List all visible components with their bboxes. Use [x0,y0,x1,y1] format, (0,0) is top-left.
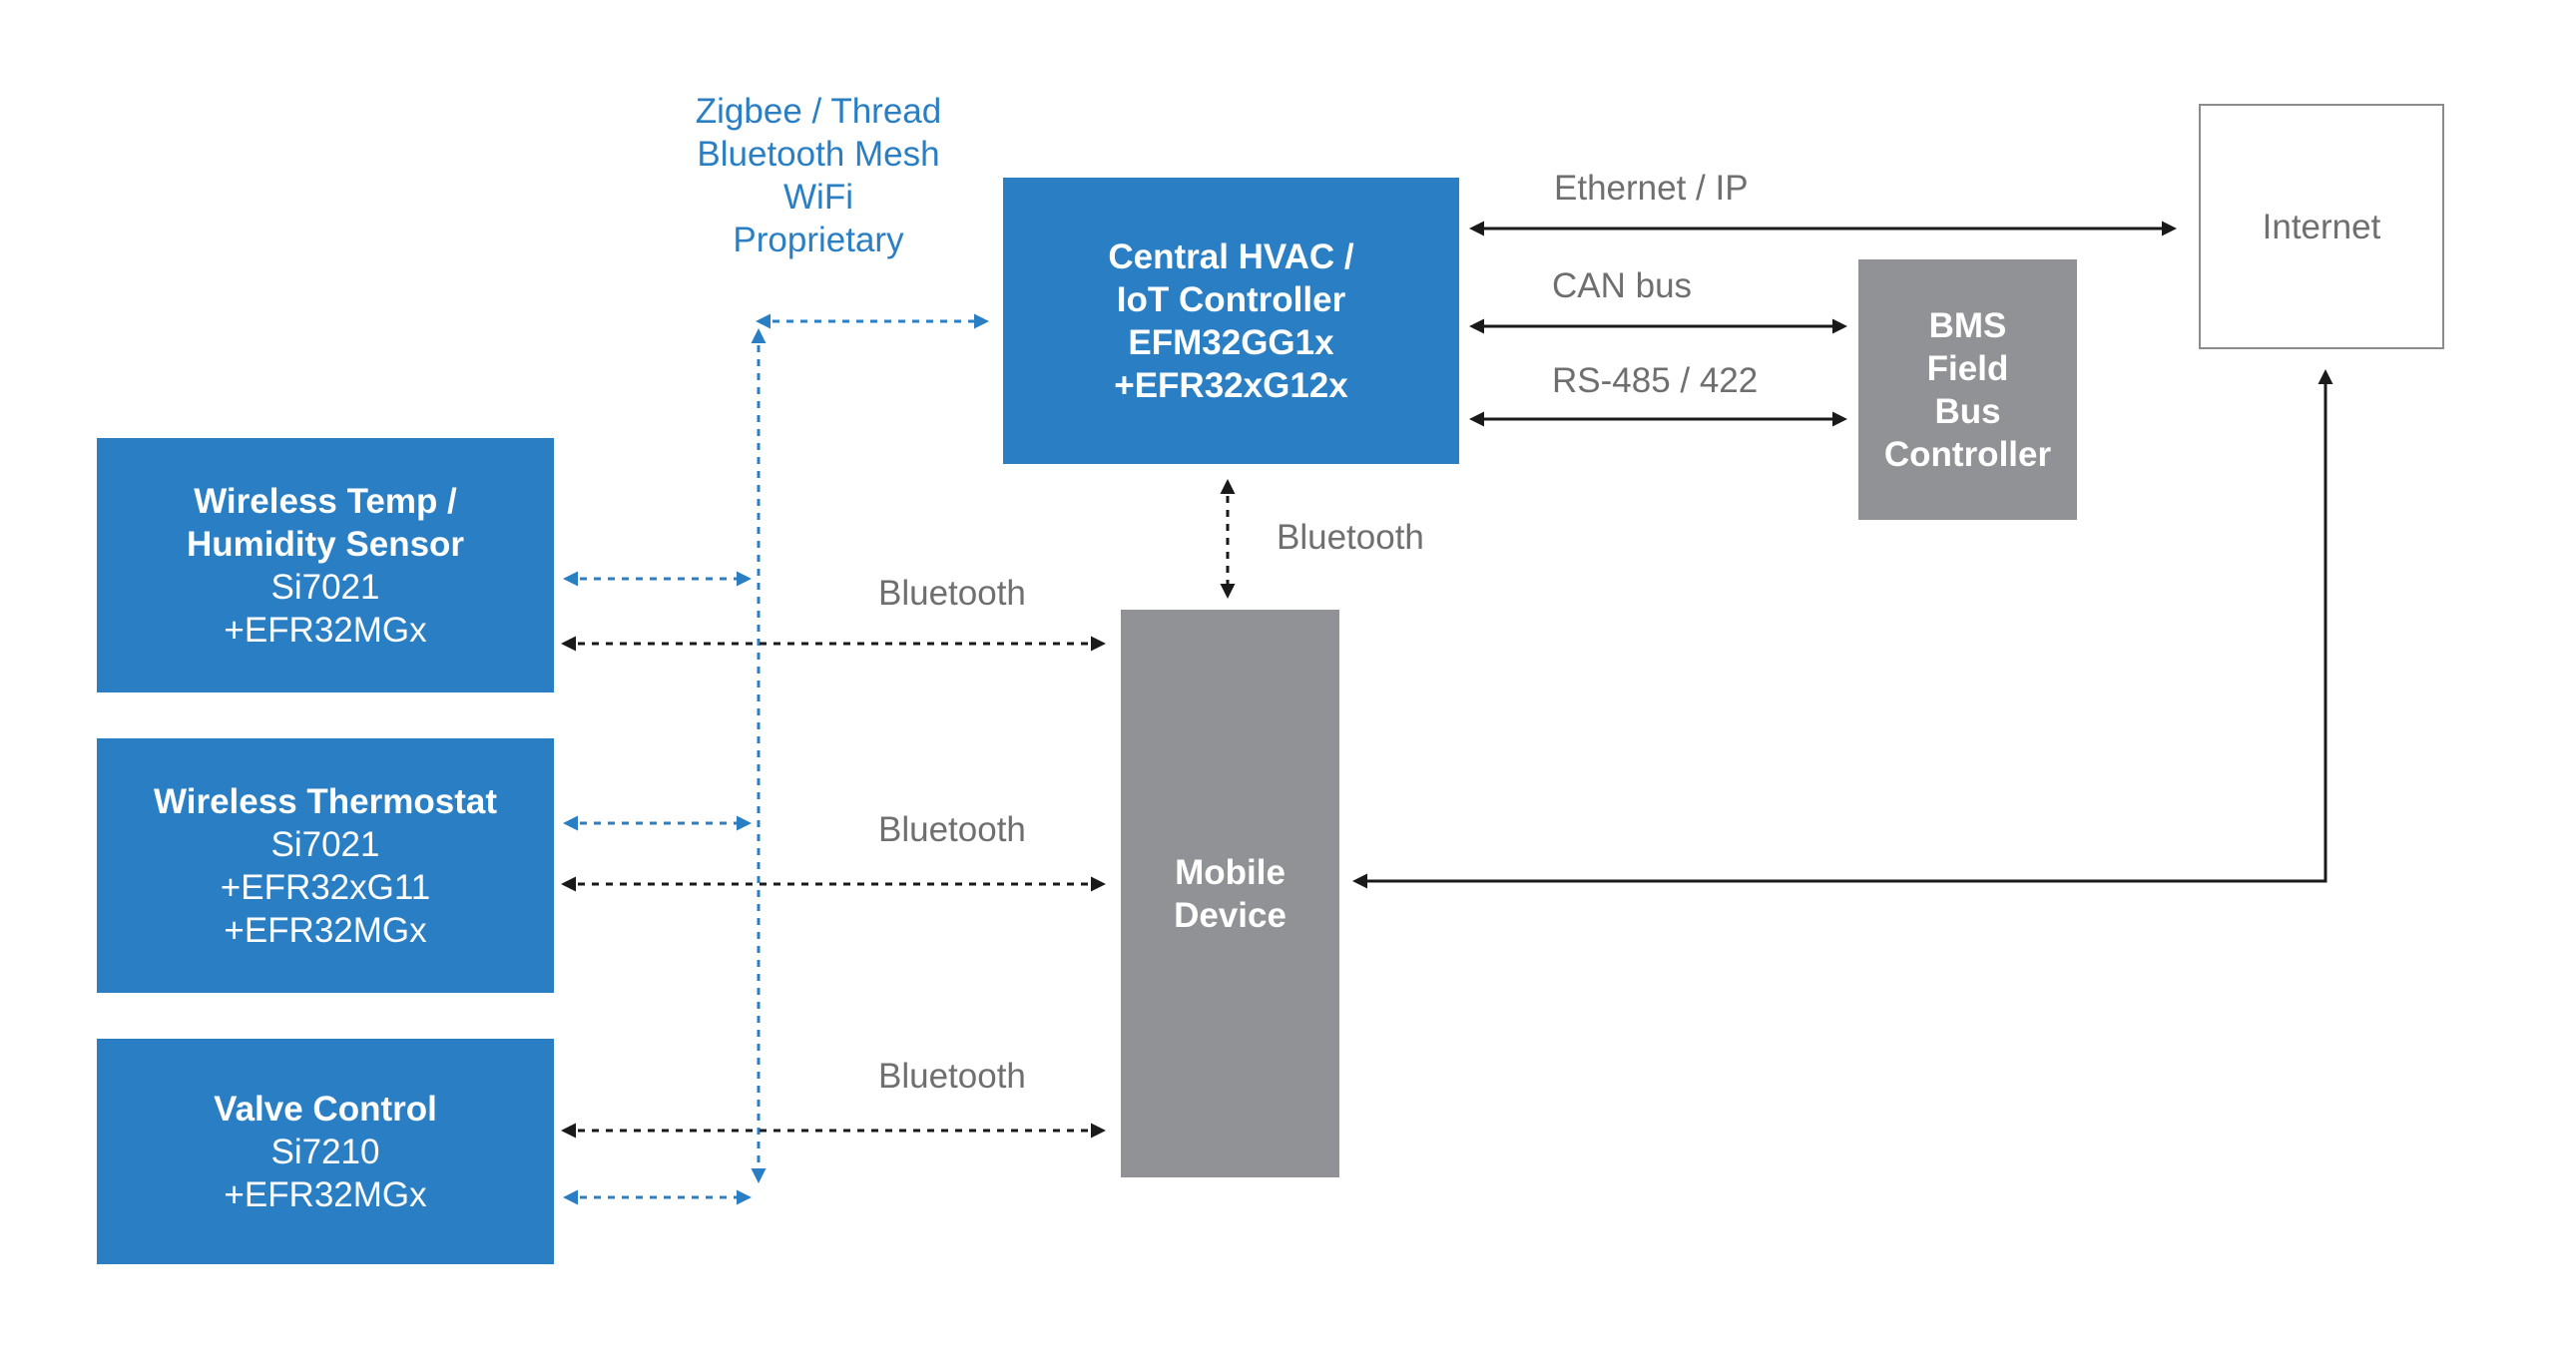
thermostat-part-1: Si7021 [270,824,380,864]
wireless-thermostat: Wireless Thermostat Si7021 +EFR32xG11 +E… [97,738,554,993]
protocol-zigbee-thread: Zigbee / Thread [695,92,942,131]
bms-line-2: Field [1926,348,2009,388]
valve-title: Valve Control [214,1089,437,1129]
valve-part-2: +EFR32MGx [224,1174,427,1214]
controller-line-4: +EFR32xG12x [1114,365,1348,405]
bt-thermostat-label: Bluetooth [878,810,1026,849]
sensor-part-2: +EFR32MGx [224,610,427,650]
bms-line-4: Controller [1883,434,2052,474]
bms-line-1: BMS [1928,305,2007,345]
rs485-label: RS-485 / 422 [1552,361,1759,400]
sensor-title-1: Wireless Temp / [194,481,457,521]
protocol-proprietary: Proprietary [733,221,904,259]
protocol-wifi: WiFi [783,178,853,217]
wireless-protocols: Zigbee / Thread Bluetooth Mesh WiFi Prop… [654,90,983,261]
can-bus-label: CAN bus [1552,266,1693,305]
mobile-line-2: Device [1174,895,1287,935]
thermostat-part-3: +EFR32MGx [224,910,427,950]
ethernet-label: Ethernet / IP [1554,169,1749,208]
thermostat-title: Wireless Thermostat [154,781,497,821]
controller-line-2: IoT Controller [1116,279,1346,319]
sensor-title-2: Humidity Sensor [186,524,465,564]
valve-control: Valve Control Si7210 +EFR32MGx [97,1039,554,1264]
thermostat-part-2: +EFR32xG11 [220,867,431,907]
internet-mobile-line [1352,369,2333,889]
bms-line-3: Bus [1934,391,2001,431]
sensor-part-1: Si7021 [270,567,380,607]
mobile-line-1: Mobile [1175,852,1286,892]
temp-humidity-sensor: Wireless Temp / Humidity Sensor Si7021 +… [97,438,554,692]
controller-line-1: Central HVAC / [1108,236,1354,276]
internet-box: Internet [2199,104,2444,349]
mobile-device: Mobile Device [1121,610,1339,1177]
bms-field-bus-controller: BMS Field Bus Controller [1858,259,2077,520]
protocol-bluetooth-mesh: Bluetooth Mesh [697,135,940,174]
central-hvac-controller: Central HVAC / IoT Controller EFM32GG1x … [1003,178,1459,464]
bt-sensor-label: Bluetooth [878,574,1026,613]
bt-controller-label: Bluetooth [1277,518,1424,557]
controller-line-3: EFM32GG1x [1128,322,1334,362]
internet-label: Internet [2262,207,2381,246]
valve-part-1: Si7210 [270,1132,380,1171]
bt-valve-label: Bluetooth [878,1057,1026,1096]
